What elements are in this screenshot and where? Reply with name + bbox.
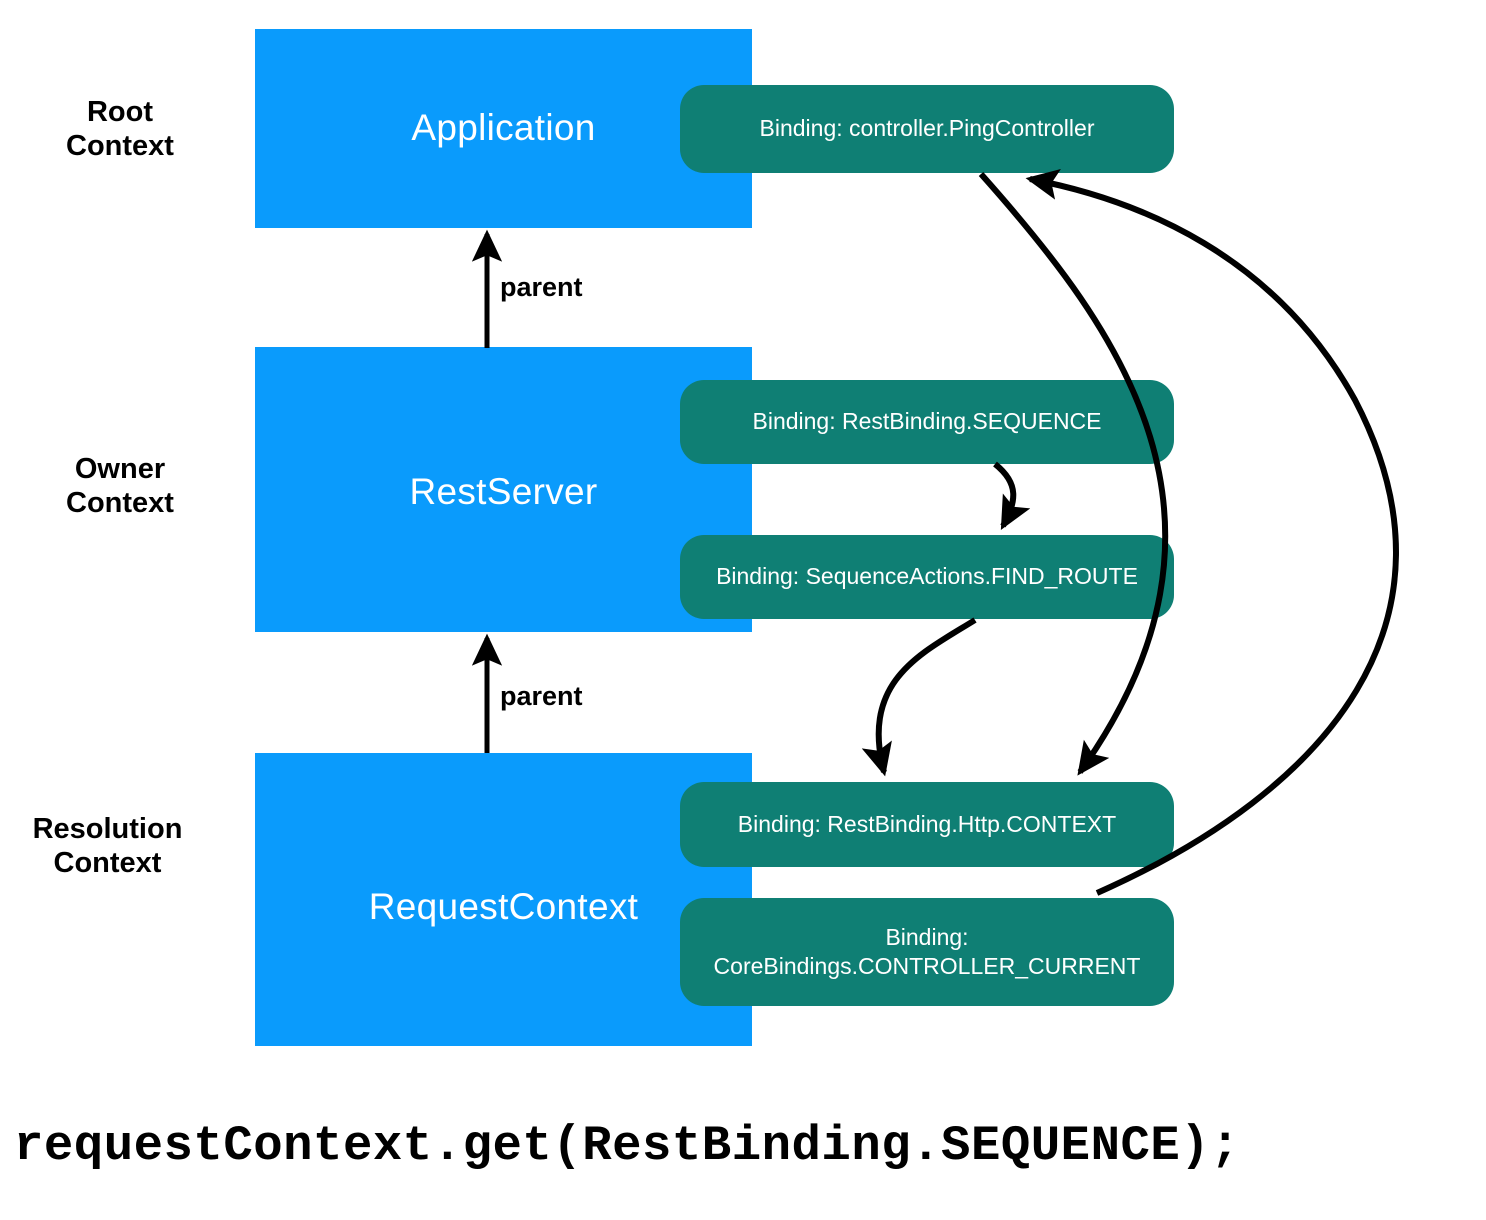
code-caption: requestContext.get(RestBinding.SEQUENCE)… [14, 1118, 1241, 1174]
context-box-restserver[interactable]: RestServer [255, 347, 752, 632]
binding-pill-find-route-label: Binding: SequenceActions.FIND_ROUTE [716, 563, 1138, 590]
edge-label-parent-restserver: parent [500, 272, 583, 302]
binding-pill-find-route[interactable]: Binding: SequenceActions.FIND_ROUTE [680, 535, 1174, 619]
context-label-owner: Owner Context [66, 453, 174, 520]
arrow-find-route-to-http-context [861, 617, 977, 777]
arrow-ping-controller-to-http-context [978, 172, 1169, 776]
context-box-application[interactable]: Application [255, 29, 752, 228]
context-box-restserver-title: RestServer [409, 471, 598, 512]
context-box-application-title: Application [411, 107, 596, 148]
context-box-requestcontext-title: RequestContext [368, 886, 639, 927]
binding-pill-controller-current[interactable]: Binding: CoreBindings.CONTROLLER_CURRENT [680, 898, 1174, 1006]
edge-label-parent-requestcontext: parent [500, 681, 583, 711]
binding-pill-controller-current-label: Binding: CoreBindings.CONTROLLER_CURRENT [713, 923, 1141, 979]
context-label-resolution: Resolution Context [32, 813, 183, 880]
binding-pill-ping-controller[interactable]: Binding: controller.PingController [680, 85, 1174, 173]
binding-pill-rest-sequence[interactable]: Binding: RestBinding.SEQUENCE [680, 380, 1174, 464]
binding-pill-http-context-label: Binding: RestBinding.Http.CONTEXT [737, 810, 1117, 837]
binding-pill-rest-sequence-label: Binding: RestBinding.SEQUENCE [752, 408, 1102, 435]
context-box-requestcontext[interactable]: RequestContext [255, 753, 752, 1046]
context-label-root: Root Context [66, 96, 174, 163]
arrow-sequence-to-find-route [993, 461, 1031, 530]
binding-pill-ping-controller-label: Binding: controller.PingController [759, 115, 1095, 142]
binding-pill-http-context[interactable]: Binding: RestBinding.Http.CONTEXT [680, 782, 1174, 867]
